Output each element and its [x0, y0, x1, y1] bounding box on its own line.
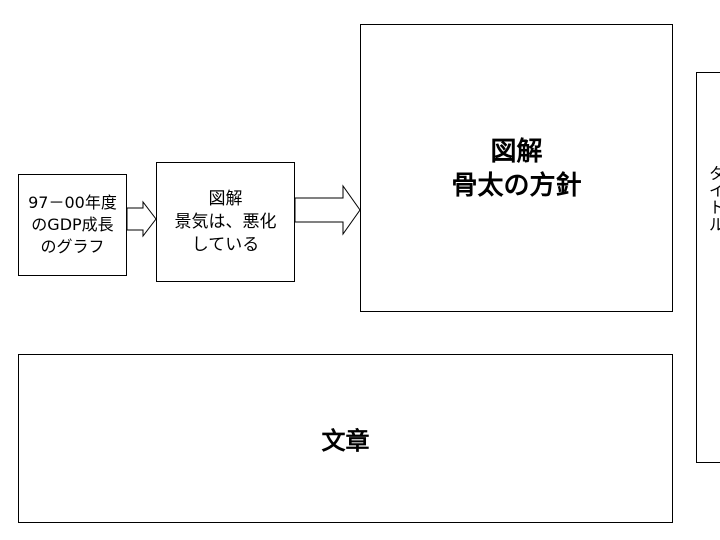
economy-worsening-label: 図解 景気は、悪化 している	[174, 188, 277, 255]
text-body-label: 文章	[321, 427, 370, 455]
arrow-gdp-to-economy	[126, 200, 157, 238]
gdp-growth-graph-box: 97－00年度 のGDP成長 のグラフ	[18, 174, 127, 276]
basic-policy-label: 図解 骨太の方針	[451, 137, 582, 201]
text-body-box: 文章	[18, 354, 673, 523]
title-box: タ イ ト ル	[696, 72, 720, 463]
title-label: タ イ ト ル	[709, 165, 720, 233]
gdp-growth-graph-label: 97－00年度 のGDP成長 のグラフ	[28, 193, 117, 256]
basic-policy-diagram-box: 図解 骨太の方針	[360, 24, 673, 312]
arrow-economy-to-policy	[294, 184, 361, 236]
economy-worsening-diagram-box: 図解 景気は、悪化 している	[156, 162, 295, 282]
